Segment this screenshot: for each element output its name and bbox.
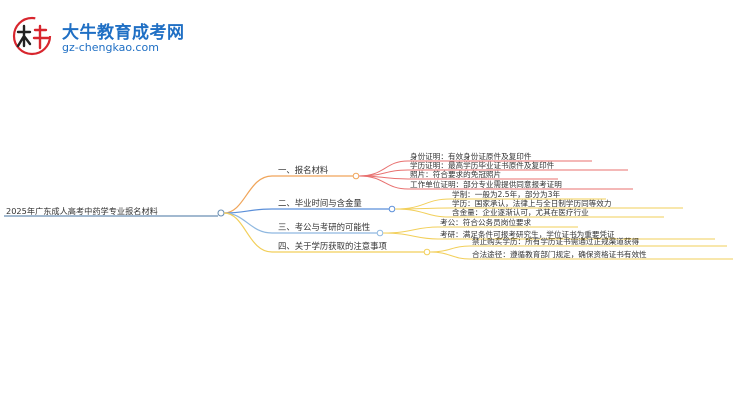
- branch-1-dot: [352, 172, 360, 180]
- logo-url: gz-chengkao.com: [62, 41, 159, 54]
- branch-1-leaf-1: 身份证明：有效身份证原件及复印件: [410, 152, 532, 161]
- logo-title: 大牛教育成考网: [62, 23, 185, 43]
- logo-mark-icon: [12, 16, 52, 56]
- branch-2-leaf-2: 学历：国家承认，法律上与全日制学历同等效力: [452, 199, 612, 208]
- b4-leaf-2-link: [429, 251, 471, 260]
- branch-3-leaf-2: 考研：满足条件可报考研究生，学位证书为重要凭证: [440, 230, 615, 239]
- branch-2-dot: [388, 205, 396, 213]
- root-to-branch-1: [223, 175, 273, 214]
- b3-leaf-1-link: [382, 226, 439, 234]
- branch-2-leaf-1: 学制：一般为2.5年，部分为3年: [452, 190, 561, 199]
- branch-4-label: 四、关于学历获取的注意事项: [278, 241, 387, 251]
- b4-leaf-1-link: [429, 245, 471, 253]
- branch-4-dot: [423, 248, 431, 256]
- b2-leaf-1-link: [394, 198, 451, 210]
- branch-2-label: 二、毕业时间与含金量: [278, 198, 362, 208]
- branch-1-leaf-4: 工作单位证明：部分专业需提供同意报考证明: [410, 180, 562, 189]
- branch-3-leaf-1: 考公：符合公务员岗位要求: [440, 218, 532, 227]
- b2-leaf-3-link: [394, 208, 451, 218]
- branch-3-label: 三、考公与考研的可能性: [278, 222, 371, 232]
- branch-4-leaf-1: 禁止购买学历：所有学历证书需通过正规渠道获得: [472, 237, 640, 246]
- site-logo[interactable]: 大牛教育成考网 gz-chengkao.com: [8, 14, 228, 58]
- branch-1-label: 一、报名材料: [278, 165, 329, 175]
- branch-2-leaf-3: 含金量：企业逐渐认可，尤其在医疗行业: [452, 208, 589, 217]
- b3-leaf-2-link: [382, 232, 439, 240]
- branch-1-leaf-2: 学历证明：最高学历毕业证书原件及复印件: [410, 161, 555, 170]
- mindmap-root: 2025年广东成人高考中药学专业报名材料: [6, 206, 158, 216]
- branch-3-dot: [376, 229, 384, 237]
- b1-leaf-4-link: [358, 175, 409, 190]
- branch-4-leaf-2: 合法途径：遵循教育部门规定，确保资格证书有效性: [472, 250, 647, 259]
- branch-1-leaf-3: 照片：符合要求的免冠照片: [410, 170, 502, 179]
- root-to-branch-3: [223, 212, 273, 234]
- root-to-branch-4: [223, 212, 273, 253]
- root-node-dot: [217, 209, 225, 217]
